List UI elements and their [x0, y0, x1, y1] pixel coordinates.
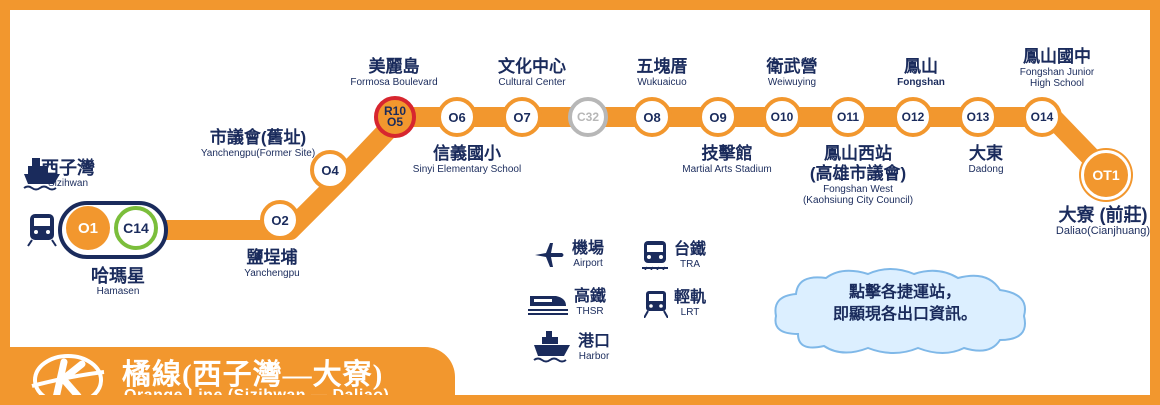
legend-airport: 機場 Airport	[534, 240, 604, 269]
label-o4-en: Yanchengpu(Former Site)	[200, 148, 316, 159]
legend-harbor: 港口 Harbor	[532, 330, 610, 364]
label-o7-en: Cultural Center	[498, 77, 566, 88]
legend-harbor-en: Harbor	[578, 350, 610, 362]
station-c32[interactable]: C32	[568, 97, 608, 137]
label-o4-zh: 市議會(舊址)	[209, 128, 307, 147]
station-o6[interactable]: O6	[437, 97, 477, 137]
train-icon	[642, 241, 668, 270]
label-o2: 鹽埕埔 Yanchengpu	[244, 248, 299, 279]
hint-line2: 即顯現各出口資訊。	[832, 306, 977, 323]
label-o9-en: Martial Arts Stadium	[682, 164, 772, 175]
label-sizihwan: 西子灣 Sizihwan	[41, 158, 95, 189]
legend-tra: 台鐵 TRA	[642, 240, 706, 270]
legend-airport-en: Airport	[573, 258, 603, 269]
label-o11-zh: 鳳山西站	[824, 144, 892, 163]
line-subtitle: Orange Line (Sizihwan — Daliao)	[124, 387, 390, 404]
label-o14-en2: High School	[1030, 78, 1084, 89]
label-o6: 信義國小 Sinyi Elementary School	[413, 144, 521, 175]
station-o7[interactable]: O7	[502, 97, 542, 137]
station-o9[interactable]: O9	[698, 97, 738, 137]
label-sizihwan-en: Sizihwan	[47, 178, 89, 189]
label-o12: 鳳山 Fongshan	[897, 57, 945, 88]
krtc-logo-icon	[31, 354, 105, 395]
label-o14-en: Fongshan Junior	[1019, 67, 1095, 78]
station-o5-code-r10: R10	[383, 104, 406, 118]
legend-thsr-zh: 高鐵	[574, 288, 607, 305]
label-o9: 技擊館 Martial Arts Stadium	[682, 144, 771, 175]
label-sizihwan-zh: 西子灣	[41, 158, 95, 178]
label-o8-en: Wukuaicuo	[637, 77, 687, 88]
label-o5: 美麗島 Formosa Boulevard	[350, 57, 437, 88]
label-hamasen-en: Hamasen	[96, 286, 140, 297]
label-o10-zh: 衛武營	[766, 57, 818, 76]
label-o11-zh2: (高雄市議會)	[809, 164, 907, 183]
legend-thsr: 高鐵 THSR	[528, 288, 606, 317]
label-o13: 大東 Dadong	[968, 144, 1003, 175]
airplane-icon	[535, 242, 564, 267]
line-title: 橘線(西子灣—大寮)	[122, 359, 384, 391]
label-o13-en: Dadong	[968, 164, 1004, 175]
label-o14-zh: 鳳山國中	[1023, 47, 1091, 66]
legend-lrt-zh: 輕軌	[674, 288, 707, 306]
label-o7: 文化中心 Cultural Center	[498, 57, 566, 88]
label-o11-en: Fongshan West	[823, 184, 893, 195]
station-o5-code-o5: O5	[386, 115, 403, 129]
label-o12-zh: 鳳山	[904, 57, 938, 76]
station-o2[interactable]: O2	[260, 200, 300, 240]
hint-line1: 點擊各捷運站，	[848, 284, 961, 301]
label-o2-en: Yanchengpu	[244, 268, 300, 279]
station-o8[interactable]: O8	[632, 97, 672, 137]
label-o10-en: Weiwuying	[767, 77, 817, 88]
label-o11: 鳳山西站 (高雄市議會) Fongshan West (Kaohsiung Ci…	[803, 144, 913, 206]
station-o14[interactable]: O14	[1022, 97, 1062, 137]
harbor-sizihwan-icon	[23, 158, 60, 191]
station-o4[interactable]: O4	[310, 150, 350, 190]
legend-thsr-en: THSR	[576, 306, 604, 317]
station-o12[interactable]: O12	[893, 97, 933, 137]
label-o7-zh: 文化中心	[498, 57, 566, 76]
hint-cloud	[774, 268, 1026, 354]
hint-text: 點擊各捷運站， 即顯現各出口資訊。	[800, 282, 1010, 326]
label-o8: 五塊厝 Wukuaicuo	[637, 57, 688, 88]
label-ot1-zh: 大寮 (前莊)	[1058, 205, 1148, 225]
light-rail-icon	[644, 291, 668, 318]
station-o1[interactable]: O1	[66, 206, 110, 250]
legend-lrt-en: LRT	[680, 306, 700, 318]
station-o10[interactable]: O10	[762, 97, 802, 137]
train-icon-terminal	[27, 214, 57, 247]
label-o6-en: Sinyi Elementary School	[412, 164, 522, 175]
legend-airport-zh: 機場	[572, 240, 605, 257]
legend-lrt: 輕軌 LRT	[644, 288, 706, 318]
label-o8-zh: 五塊厝	[636, 57, 688, 76]
label-o4: 市議會(舊址) Yanchengpu(Former Site)	[201, 128, 315, 159]
label-hamasen: 哈瑪星 Hamasen	[91, 266, 145, 297]
label-hamasen-zh: 哈瑪星	[91, 266, 145, 286]
station-o13[interactable]: O13	[958, 97, 998, 137]
label-o14: 鳳山國中 Fongshan Junior High School	[1020, 47, 1095, 89]
label-o11-en2: (Kaohsiung City Council)	[802, 195, 914, 206]
station-o11[interactable]: O11	[828, 97, 868, 137]
label-o9-zh: 技擊館	[701, 144, 753, 163]
high-speed-rail-icon	[528, 295, 568, 315]
line-title-tab	[10, 347, 455, 395]
label-o5-zh: 美麗島	[368, 57, 420, 76]
label-o10: 衛武營 Weiwuying	[767, 57, 818, 88]
label-ot1: 大寮 (前莊) Daliao(Cianjhuang)	[1056, 204, 1150, 237]
station-ot1[interactable]: OT1	[1081, 150, 1131, 200]
label-o2-zh: 鹽埕埔	[246, 248, 298, 267]
label-o6-zh: 信義國小	[432, 144, 501, 163]
label-o13-zh: 大東	[969, 144, 1003, 163]
legend-tra-zh: 台鐵	[674, 240, 707, 258]
station-c14-transfer[interactable]: C14	[114, 206, 158, 250]
ship-icon	[533, 331, 570, 363]
label-o5-en: Formosa Boulevard	[350, 77, 438, 88]
legend-tra-en: TRA	[680, 258, 700, 270]
station-o5-r10-transfer[interactable]: R10 O5	[374, 96, 416, 138]
label-o12-en: Fongshan	[897, 77, 945, 88]
label-ot1-en: Daliao(Cianjhuang)	[1055, 225, 1151, 237]
legend-harbor-zh: 港口	[578, 332, 611, 350]
